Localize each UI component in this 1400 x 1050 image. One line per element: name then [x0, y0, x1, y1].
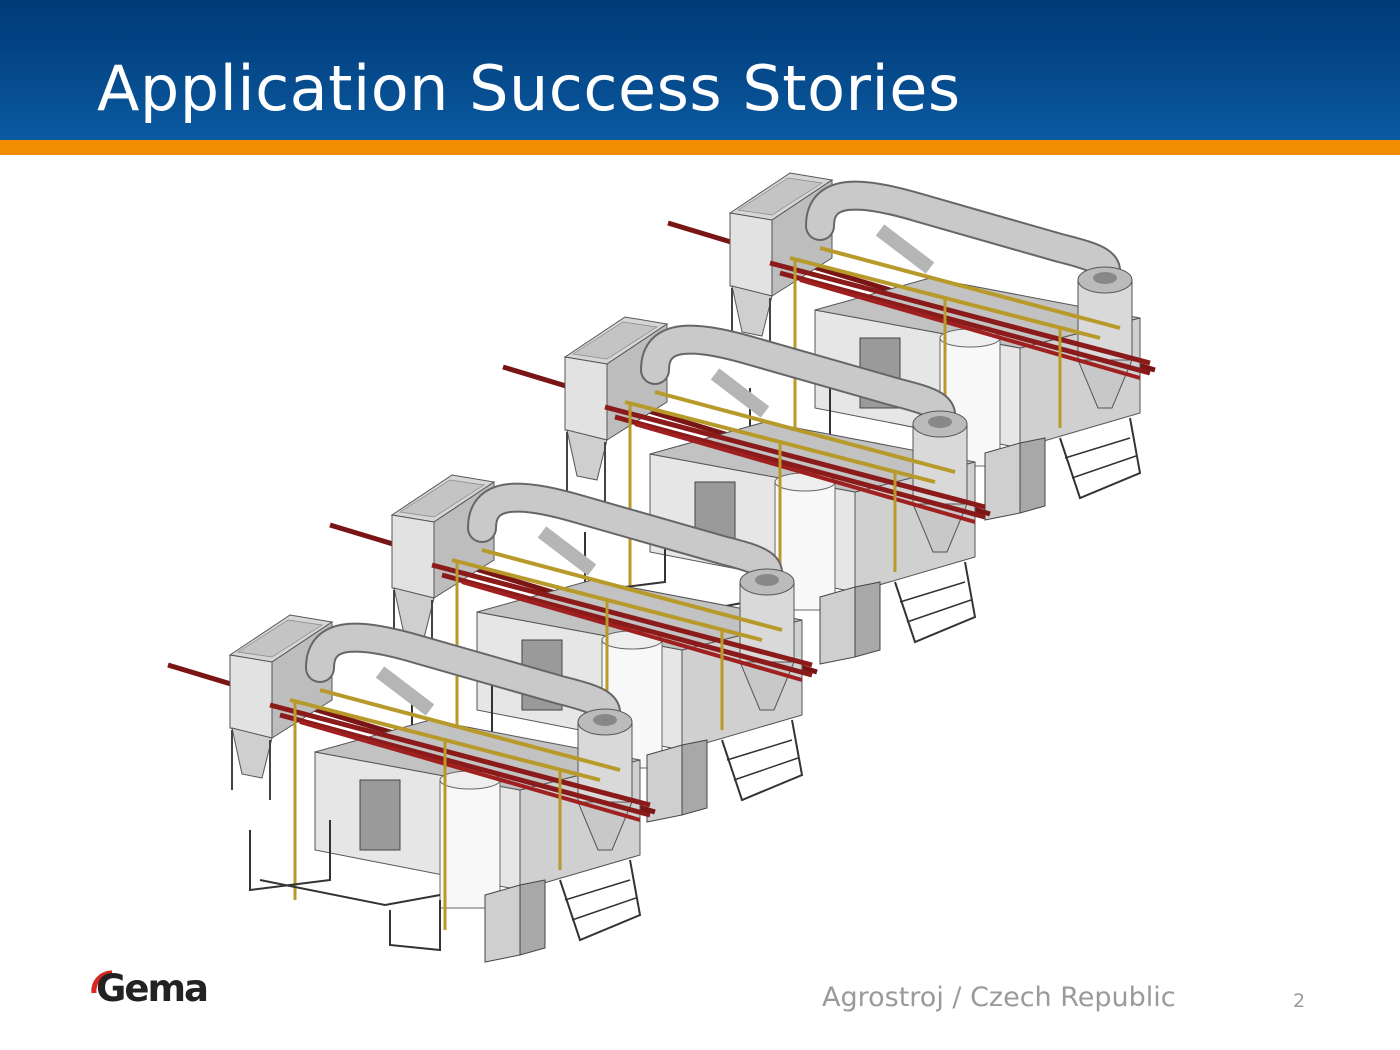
slide-title: Application Success Stories — [97, 52, 961, 125]
logo-arc-icon — [91, 970, 113, 994]
logo-text: Gema — [96, 967, 209, 1010]
page-number: 2 — [1293, 990, 1306, 1012]
accent-stripe — [0, 140, 1400, 155]
slide-caption: Agrostroj / Czech Republic — [822, 982, 1176, 1013]
powder-coating-plant-illustration — [0, 155, 1400, 985]
gema-logo: Gema — [88, 965, 218, 1015]
title-bar: Application Success Stories — [0, 0, 1400, 140]
